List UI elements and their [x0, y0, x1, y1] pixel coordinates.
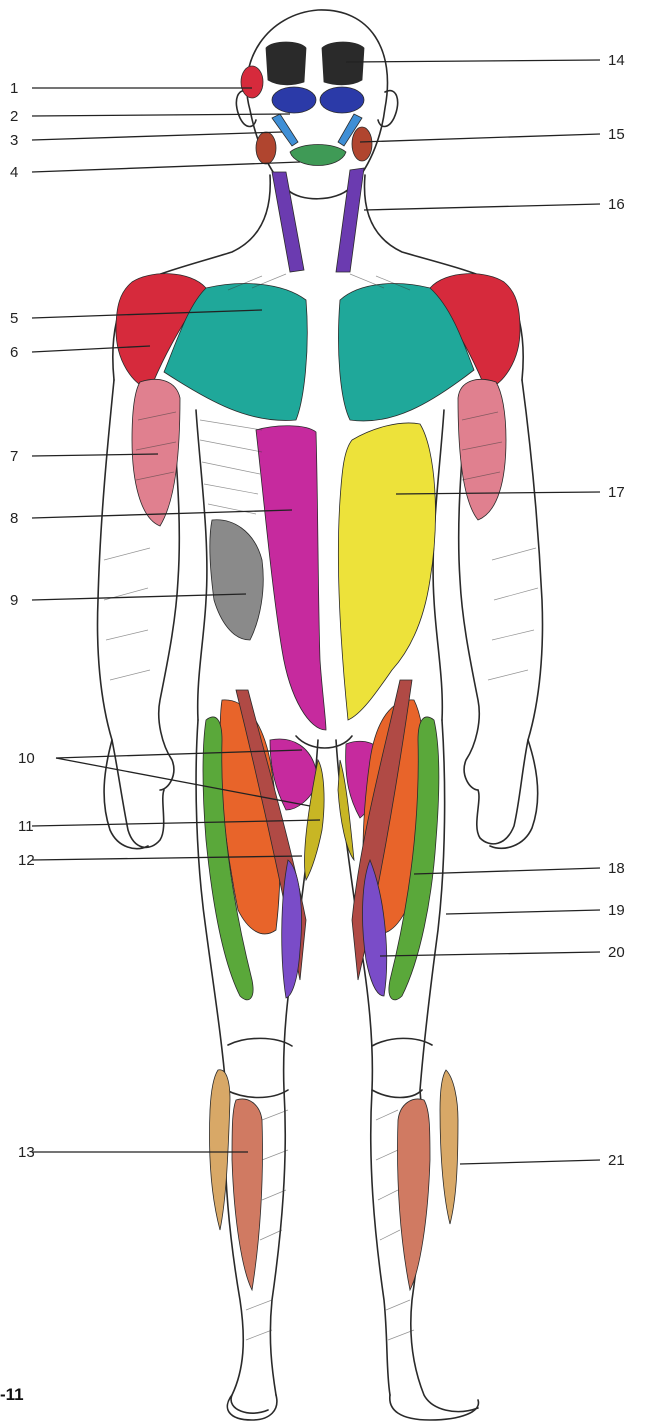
label-13: 13: [18, 1144, 35, 1161]
label-10: 10: [18, 750, 35, 767]
label-2: 2: [10, 108, 18, 125]
leader-16: [364, 204, 600, 210]
leader-14: [346, 60, 600, 62]
label-3: 3: [10, 132, 18, 149]
label-12: 12: [18, 852, 35, 869]
label-5: 5: [10, 310, 18, 327]
label-6: 6: [10, 344, 18, 361]
leader-21: [460, 1160, 600, 1164]
label-4: 4: [10, 164, 18, 181]
leader-19: [446, 910, 600, 914]
label-21: 21: [608, 1152, 625, 1169]
leader-3: [32, 132, 282, 140]
label-14: 14: [608, 52, 625, 69]
leader-18: [414, 868, 600, 874]
figure-number: -11: [0, 1385, 24, 1404]
label-7: 7: [10, 448, 18, 465]
label-1: 1: [10, 80, 18, 97]
label-18: 18: [608, 860, 625, 877]
muscles: [116, 42, 520, 1290]
label-16: 16: [608, 196, 625, 213]
label-11: 11: [18, 818, 34, 835]
leader-4: [32, 162, 300, 172]
label-15: 15: [608, 126, 625, 143]
leader-15: [360, 134, 600, 142]
label-9: 9: [10, 592, 18, 609]
label-8: 8: [10, 510, 18, 527]
label-20: 20: [608, 944, 625, 961]
label-17: 17: [608, 484, 625, 501]
label-19: 19: [608, 902, 625, 919]
